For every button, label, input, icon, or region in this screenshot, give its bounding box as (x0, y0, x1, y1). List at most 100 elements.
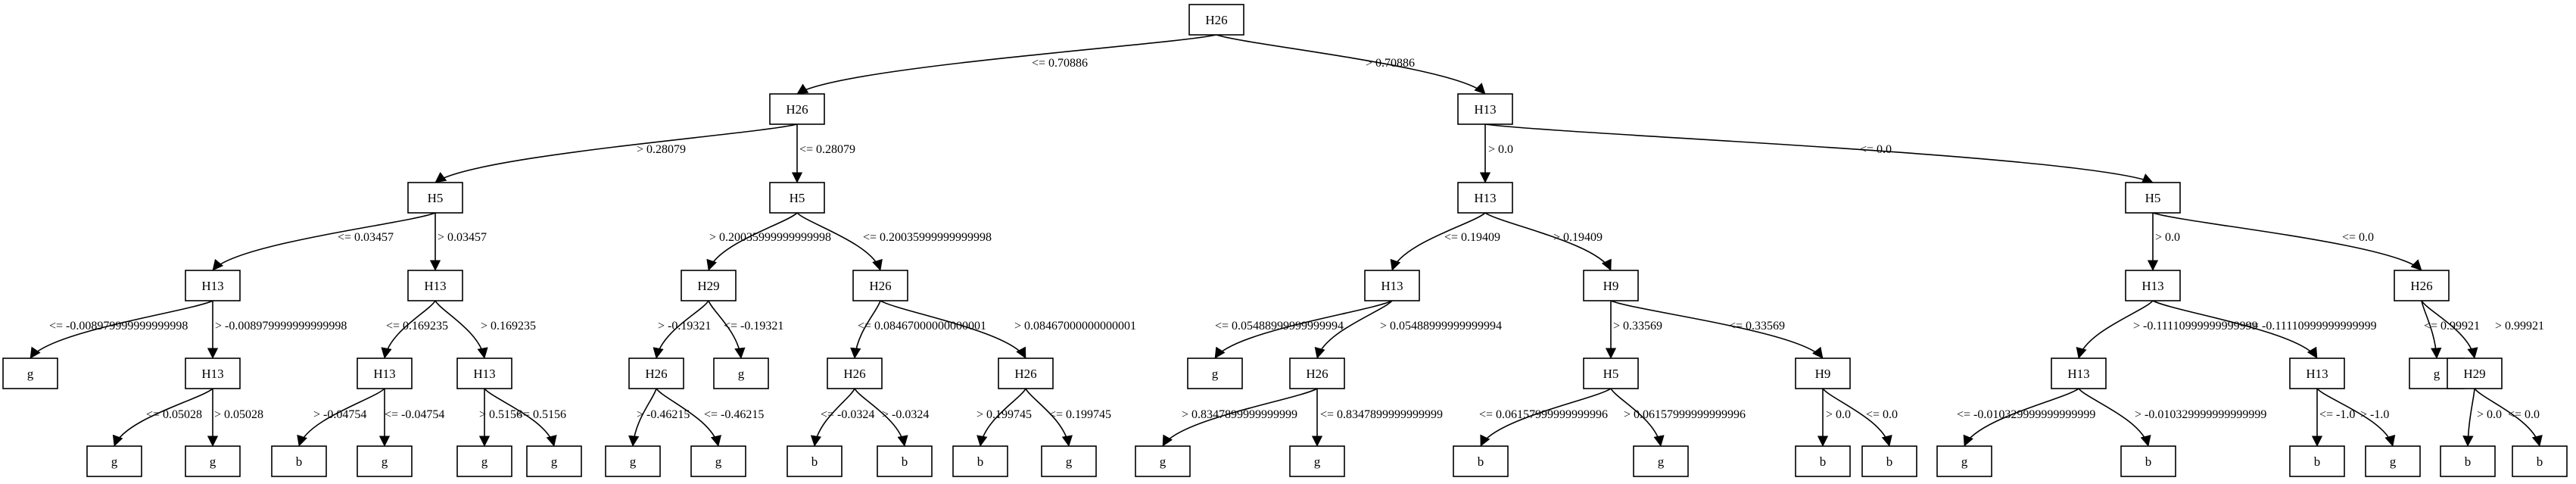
edge-condition-label: <= -0.010329999999999999 (1957, 408, 2095, 421)
decision-node: H26 (1188, 4, 1244, 36)
edge-condition-label: > 0.8347899999999999 (1182, 408, 1297, 421)
edge-condition-label: <= -0.19321 (724, 320, 783, 333)
tree-edge (2076, 300, 2154, 359)
node-box (185, 270, 241, 301)
edge-condition-label: <= 0.0 (2342, 231, 2374, 244)
node-box (2125, 270, 2181, 301)
decision-node: H9 (1795, 358, 1851, 389)
edge-condition-label: > 0.199745 (977, 408, 1032, 421)
node-box (628, 358, 684, 389)
decision-node: H26 (769, 93, 825, 125)
tree-edge (2078, 388, 2151, 447)
tree-edge (1162, 388, 1318, 447)
edge-condition-label: <= 0.33569 (1729, 320, 1785, 333)
node-label: g (2434, 367, 2441, 381)
tree-edge (854, 388, 908, 447)
edge-condition-label: <= 0.20035999999999998 (863, 231, 992, 244)
node-label: b (2537, 454, 2543, 469)
node-label: g (1066, 454, 1073, 469)
leaf-node: g (2, 358, 58, 389)
tree-edge (796, 34, 1217, 95)
node-box (185, 358, 241, 389)
node-label: g (481, 454, 488, 469)
tree-edge (1214, 300, 1393, 359)
node-label: b (2314, 454, 2321, 469)
edge-condition-label: <= -0.46215 (704, 408, 764, 421)
node-box (357, 358, 413, 389)
node-label: H13 (201, 367, 223, 381)
edge-condition-label: > -0.46215 (637, 408, 690, 421)
leaf-node: b (1795, 445, 1851, 477)
tree-edge (796, 212, 883, 271)
tree-edge (2421, 300, 2442, 359)
tree-edge (212, 212, 436, 271)
node-box (185, 445, 241, 477)
node-box (769, 93, 825, 125)
node-label: b (811, 454, 818, 469)
node-box (86, 445, 142, 477)
node-label: b (977, 454, 984, 469)
tree-edge (2316, 388, 2396, 447)
node-label: H13 (1474, 102, 1496, 117)
edge-condition-label: <= 0.03457 (338, 231, 394, 244)
tree-edge (2462, 388, 2475, 447)
node-label: H26 (1306, 367, 1328, 381)
edge-condition-label: > 0.05488999999999994 (1380, 320, 1502, 333)
leaf-node: g (456, 445, 512, 477)
leaf-node: b (2440, 445, 2496, 477)
tree-edge (656, 388, 721, 447)
node-label: g (2390, 454, 2397, 469)
edge-condition-label: <= 0.5156 (516, 408, 566, 421)
tree-edge (381, 300, 436, 359)
edge-condition-label: <= 0.0 (1860, 143, 1892, 156)
leaf-node: b (2289, 445, 2345, 477)
node-label: g (111, 454, 118, 469)
edge-condition-label: > 0.19409 (1553, 231, 1603, 244)
node-box (1041, 445, 1097, 477)
tree-edge (435, 300, 488, 359)
decision-node: H13 (1364, 270, 1420, 301)
edge-condition-label: > -0.04754 (313, 408, 366, 421)
edge-condition-label: > 0.169235 (481, 320, 536, 333)
decision-node: H13 (1457, 182, 1513, 214)
node-label: b (902, 454, 908, 469)
leaf-node: g (605, 445, 661, 477)
leaf-node: g (185, 445, 241, 477)
edge-condition-label: > 0.08467000000000001 (1014, 320, 1136, 333)
tree-edge (880, 300, 1026, 359)
node-label: H26 (1205, 13, 1227, 27)
edge-condition-label: <= -0.04754 (385, 408, 444, 421)
decision-node: H13 (407, 270, 463, 301)
node-label: H13 (2306, 367, 2328, 381)
edge-condition-label: <= 0.199745 (1049, 408, 1111, 421)
node-box (1289, 445, 1345, 477)
decision-node: H26 (2394, 270, 2450, 301)
edge-condition-label: <= 0.70886 (1032, 57, 1088, 70)
node-label: H26 (645, 367, 667, 381)
tree-edge (2421, 300, 2478, 359)
edge-condition-label: > 0.0 (2477, 408, 2502, 421)
tree-edge (484, 388, 557, 447)
node-box (2440, 445, 2496, 477)
decision-node: H26 (998, 358, 1054, 389)
node-label: H26 (786, 102, 808, 117)
node-label: H13 (473, 367, 495, 381)
tree-edge (112, 388, 213, 447)
node-label: g (1314, 454, 1321, 469)
leaf-node: b (2120, 445, 2176, 477)
node-box (1795, 445, 1851, 477)
node-label: b (1886, 454, 1893, 469)
leaf-node: b (2512, 445, 2568, 477)
node-box (1457, 93, 1513, 125)
node-box (2120, 445, 2176, 477)
edge-condition-label: > -0.19321 (658, 320, 711, 333)
decision-node: H5 (2125, 182, 2181, 214)
node-box (1289, 358, 1345, 389)
edge-condition-label: > 0.0 (2155, 231, 2180, 244)
edge-condition-label: > -0.008979999999999998 (215, 320, 347, 333)
node-box (2051, 358, 2107, 389)
tree-edge (1610, 388, 1665, 447)
node-box (681, 270, 737, 301)
tree-edge (30, 300, 213, 359)
node-box (2, 358, 58, 389)
